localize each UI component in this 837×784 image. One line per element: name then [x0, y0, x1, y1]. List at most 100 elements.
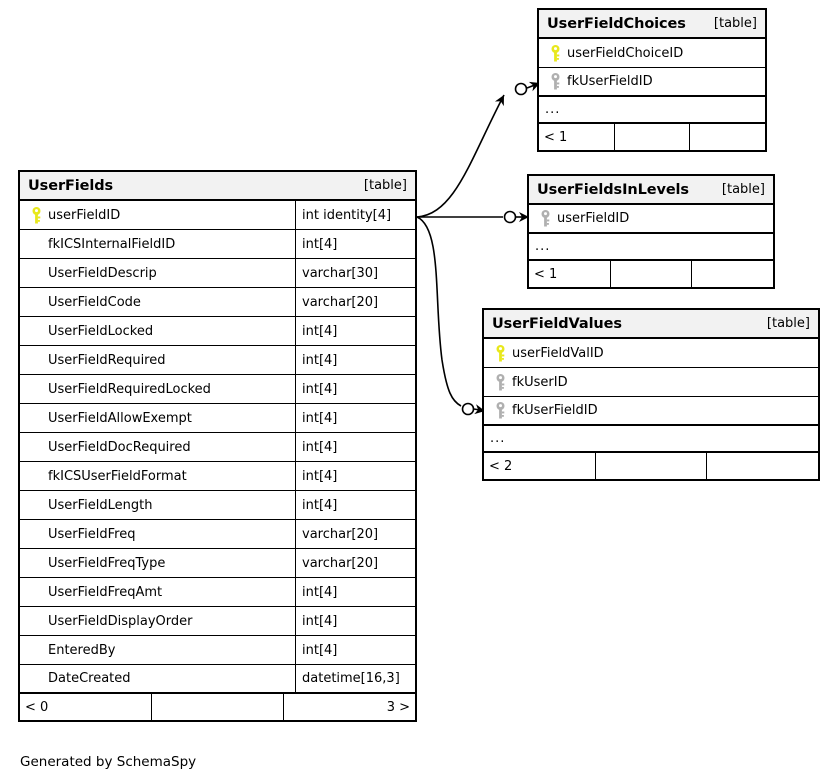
table-userfields[interactable]: UserFields [table] userFieldID int i	[18, 170, 417, 722]
foreign-key-icon	[535, 210, 555, 227]
column-name: UserFieldFreq	[48, 526, 136, 542]
column-type-cell: int identity[4]	[295, 201, 415, 229]
column-name: userFieldChoiceID	[567, 45, 684, 61]
column-name-cell: EnteredBy	[20, 636, 295, 664]
column-name-cell: UserFieldRequiredLocked	[20, 375, 295, 403]
column-name: UserFieldCode	[48, 294, 141, 310]
table-header-userfieldvalues: UserFieldValues [table]	[484, 310, 818, 339]
no-key-spacer	[26, 671, 46, 687]
column-name-cell: fkICSUserFieldFormat	[20, 462, 295, 490]
footer-child-count	[706, 453, 818, 479]
table-type-tag: [table]	[363, 178, 407, 193]
column-name-cell: UserFieldFreqAmt	[20, 578, 295, 606]
table-row[interactable]: fkUserFieldID	[484, 397, 818, 426]
table-row[interactable]: fkUserID	[484, 368, 818, 397]
column-name: UserFieldDescrip	[48, 265, 157, 281]
column-type-cell: int[4]	[295, 317, 415, 345]
column-name: userFieldValID	[512, 345, 604, 361]
column-type-cell: int[4]	[295, 462, 415, 490]
column-name-cell: UserFieldLocked	[20, 317, 295, 345]
column-name: UserFieldLocked	[48, 323, 154, 339]
primary-key-icon	[26, 206, 46, 223]
column-name-cell: fkUserFieldID	[484, 397, 818, 424]
no-key-spacer	[26, 294, 46, 310]
column-type-cell: varchar[20]	[295, 520, 415, 548]
table-userfieldchoices[interactable]: UserFieldChoices [table] userFieldChoice…	[537, 8, 767, 152]
table-row[interactable]: UserFieldLocked int[4]	[20, 317, 415, 346]
column-type: int[4]	[302, 352, 338, 368]
column-type-cell: int[4]	[295, 578, 415, 606]
column-type-cell: varchar[20]	[295, 549, 415, 577]
table-title: UserFields	[28, 177, 114, 194]
table-footer-userfields: < 0 3 >	[20, 694, 415, 720]
column-name: EnteredBy	[48, 642, 116, 658]
table-row[interactable]: EnteredBy int[4]	[20, 636, 415, 665]
column-type-cell: int[4]	[295, 230, 415, 258]
column-type-cell: varchar[20]	[295, 288, 415, 316]
footer-middle	[594, 453, 707, 479]
foreign-key-icon	[545, 73, 565, 90]
column-name-cell: UserFieldDocRequired	[20, 433, 295, 461]
table-row[interactable]: userFieldChoiceID	[539, 39, 765, 68]
table-userfieldvalues[interactable]: UserFieldValues [table] userFieldValID	[482, 308, 820, 481]
table-row[interactable]: fkICSUserFieldFormat int[4]	[20, 462, 415, 491]
column-type-cell: int[4]	[295, 375, 415, 403]
column-name-cell: fkUserID	[484, 368, 818, 396]
column-type: datetime[16,3]	[302, 671, 400, 686]
footer-parent-count: < 1	[544, 129, 568, 145]
column-name: userFieldID	[48, 207, 121, 223]
table-row[interactable]: userFieldID int identity[4]	[20, 201, 415, 230]
column-type-cell: int[4]	[295, 636, 415, 664]
edge-userfields-to-userfieldvalues	[416, 216, 486, 416]
table-userfieldsinlevels[interactable]: UserFieldsInLevels [table] userFieldID .…	[527, 174, 775, 289]
table-row[interactable]: UserFieldLength int[4]	[20, 491, 415, 520]
column-type: int identity[4]	[302, 207, 392, 223]
table-title: UserFieldValues	[492, 315, 622, 332]
table-truncation-indicator: ...	[484, 426, 818, 453]
table-row[interactable]: UserFieldDisplayOrder int[4]	[20, 607, 415, 636]
column-type: int[4]	[302, 439, 338, 455]
table-row[interactable]: fkUserFieldID	[539, 68, 765, 97]
column-name: UserFieldRequired	[48, 352, 166, 368]
table-title: UserFieldsInLevels	[537, 181, 689, 198]
column-name: UserFieldFreqAmt	[48, 584, 163, 600]
table-row[interactable]: UserFieldAllowExempt int[4]	[20, 404, 415, 433]
table-row[interactable]: UserFieldFreqType varchar[20]	[20, 549, 415, 578]
table-row[interactable]: UserFieldDocRequired int[4]	[20, 433, 415, 462]
column-name-cell: UserFieldLength	[20, 491, 295, 519]
table-row[interactable]: DateCreated datetime[16,3]	[20, 665, 415, 694]
table-row[interactable]: UserFieldRequiredLocked int[4]	[20, 375, 415, 404]
table-row[interactable]: UserFieldDescrip varchar[30]	[20, 259, 415, 288]
column-type-cell: varchar[30]	[295, 259, 415, 287]
footer-middle	[613, 124, 690, 150]
table-row[interactable]: UserFieldCode varchar[20]	[20, 288, 415, 317]
column-name-cell: userFieldValID	[484, 339, 818, 367]
column-name-cell: UserFieldRequired	[20, 346, 295, 374]
table-row[interactable]: userFieldValID	[484, 339, 818, 368]
table-type-tag: [table]	[766, 316, 810, 331]
edge-userfields-to-userfieldsinlevels	[417, 210, 529, 224]
table-row[interactable]: UserFieldRequired int[4]	[20, 346, 415, 375]
table-row[interactable]: UserFieldFreq varchar[20]	[20, 520, 415, 549]
column-name: UserFieldRequiredLocked	[48, 381, 211, 397]
column-type: varchar[20]	[302, 555, 379, 571]
column-type-cell: int[4]	[295, 346, 415, 374]
no-key-spacer	[26, 236, 46, 252]
column-name-cell: UserFieldDescrip	[20, 259, 295, 287]
column-type: int[4]	[302, 642, 338, 658]
table-row[interactable]: userFieldID	[529, 205, 773, 234]
table-row[interactable]: UserFieldFreqAmt int[4]	[20, 578, 415, 607]
foreign-key-icon	[490, 373, 510, 390]
table-truncation-indicator: ...	[539, 97, 765, 124]
column-name: fkUserFieldID	[512, 403, 598, 418]
column-name-cell: fkICSInternalFieldID	[20, 230, 295, 258]
column-type: int[4]	[302, 381, 338, 397]
column-type: varchar[30]	[302, 265, 379, 281]
column-type: varchar[20]	[302, 294, 379, 310]
column-name-cell: UserFieldCode	[20, 288, 295, 316]
table-row[interactable]: fkICSInternalFieldID int[4]	[20, 230, 415, 259]
primary-key-icon	[490, 344, 510, 361]
table-footer-userfieldvalues: < 2	[484, 453, 818, 479]
column-type: int[4]	[302, 613, 338, 629]
